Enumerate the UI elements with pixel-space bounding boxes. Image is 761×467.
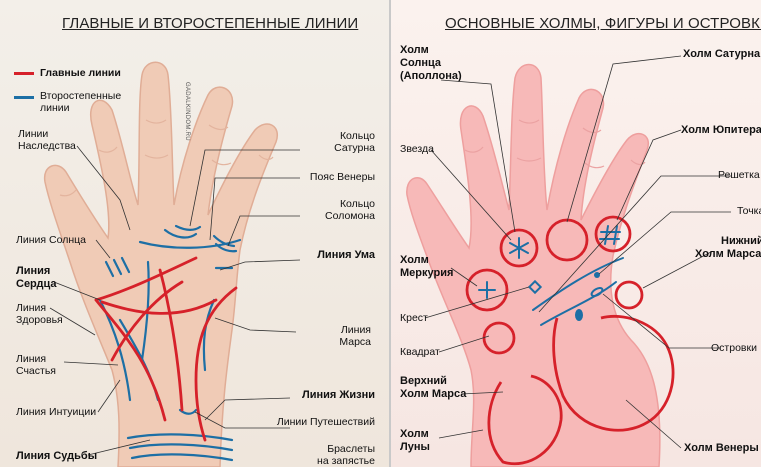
label-happiness-line-2: Счастья: [16, 365, 56, 377]
label-fate-line: Линия Судьбы: [16, 450, 97, 462]
label-sun-mount-1: Холм: [400, 44, 429, 56]
label-square: Квадрат: [400, 346, 440, 358]
label-lower-mars-1: Нижний: [721, 235, 761, 247]
site-watermark: GADALKINDOM.RU: [184, 82, 190, 141]
label-dot: Точка: [737, 205, 761, 217]
legend-secondary-label-1: Второстепенные: [40, 90, 121, 102]
label-head-line: Линия Ума: [317, 249, 375, 261]
legend-secondary-label-2: линии: [40, 102, 70, 114]
label-saturn-ring-1: Кольцо: [340, 130, 375, 142]
label-venus-belt: Пояс Венеры: [310, 171, 375, 183]
label-heart-line-2: Сердца: [16, 278, 57, 290]
label-sun-mount-2: Солнца: [400, 57, 441, 69]
label-star: Звезда: [400, 143, 434, 155]
label-upper-mars-1: Верхний: [400, 375, 447, 387]
label-mercury-mount-1: Холм: [400, 254, 429, 266]
left-title: ГЛАВНЫЕ И ВТОРОСТЕПЕННЫЕ ЛИНИИ: [62, 15, 358, 32]
label-sun-line: Линия Солнца: [16, 234, 86, 246]
label-life-line: Линия Жизни: [302, 389, 375, 401]
label-travel-lines: Линии Путешествий: [277, 416, 375, 428]
label-mercury-mount-2: Меркурия: [400, 267, 453, 279]
label-jupiter-mount: Холм Юпитера: [681, 124, 761, 136]
label-bracelets-2: на запястье: [317, 455, 375, 467]
main-lines-swatch: [14, 72, 34, 75]
label-health-line-1: Линия: [16, 302, 46, 314]
label-cross: Крест: [400, 312, 428, 324]
label-moon-mount-1: Холм: [400, 428, 429, 440]
label-venus-mount: Холм Венеры: [684, 442, 759, 454]
label-solomon-ring-1: Кольцо: [340, 198, 375, 210]
label-lower-mars-2: Холм Марса: [695, 248, 761, 260]
label-solomon-ring-2: Соломона: [325, 210, 375, 222]
label-heart-line-1: Линия: [16, 265, 50, 277]
label-saturn-ring-2: Сатурна: [334, 142, 375, 154]
mounts-panel: ОСНОВНЫЕ ХОЛМЫ, ФИГУРЫ И ОСТРОВКИ Холм С…: [391, 0, 761, 467]
label-health-line-2: Здоровья: [16, 314, 63, 326]
legend-main-label: Главные линии: [40, 67, 121, 79]
right-title: ОСНОВНЫЕ ХОЛМЫ, ФИГУРЫ И ОСТРОВКИ: [445, 15, 761, 32]
label-mars-line-2: Марса: [339, 336, 371, 348]
label-moon-mount-2: Луны: [400, 441, 430, 453]
label-bracelets-1: Браслеты: [327, 443, 375, 455]
label-upper-mars-2: Холм Марса: [400, 388, 466, 400]
label-saturn-mount: Холм Сатурна: [683, 48, 760, 60]
label-happiness-line-1: Линия: [16, 353, 46, 365]
label-mars-line-1: Линия: [341, 324, 371, 336]
label-heredity-1: Линии: [18, 128, 48, 140]
label-intuition-line: Линия Интуиции: [16, 406, 96, 418]
label-sun-mount-3: (Аполлона): [400, 70, 462, 82]
label-grid: Решетка: [718, 169, 760, 181]
label-heredity-2: Наследства: [18, 140, 76, 152]
label-island: Островки: [711, 342, 757, 354]
lines-panel: Главные линии Второстепенные линии ГЛАВН…: [0, 0, 389, 467]
secondary-lines-swatch: [14, 96, 34, 99]
